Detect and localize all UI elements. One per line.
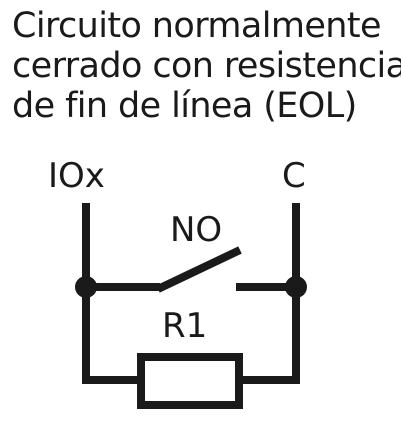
title-line-1: Circuito normalmente bbox=[12, 6, 382, 46]
title-line-3: de fin de línea (EOL) bbox=[12, 86, 357, 126]
junction-dot-left bbox=[75, 276, 97, 298]
resistor-r1 bbox=[137, 353, 243, 409]
title-line-2: cerrado con resistencia bbox=[12, 46, 401, 86]
terminal-c-label: C bbox=[282, 156, 306, 196]
junction-dot-right bbox=[285, 276, 307, 298]
switch-label: NO bbox=[170, 210, 223, 250]
diagram-title: Circuito normalmente cerrado con resiste… bbox=[12, 6, 401, 126]
switch-contact-arm bbox=[156, 246, 242, 293]
resistor-label: R1 bbox=[162, 306, 208, 346]
terminal-iox-label: IOx bbox=[48, 156, 105, 196]
